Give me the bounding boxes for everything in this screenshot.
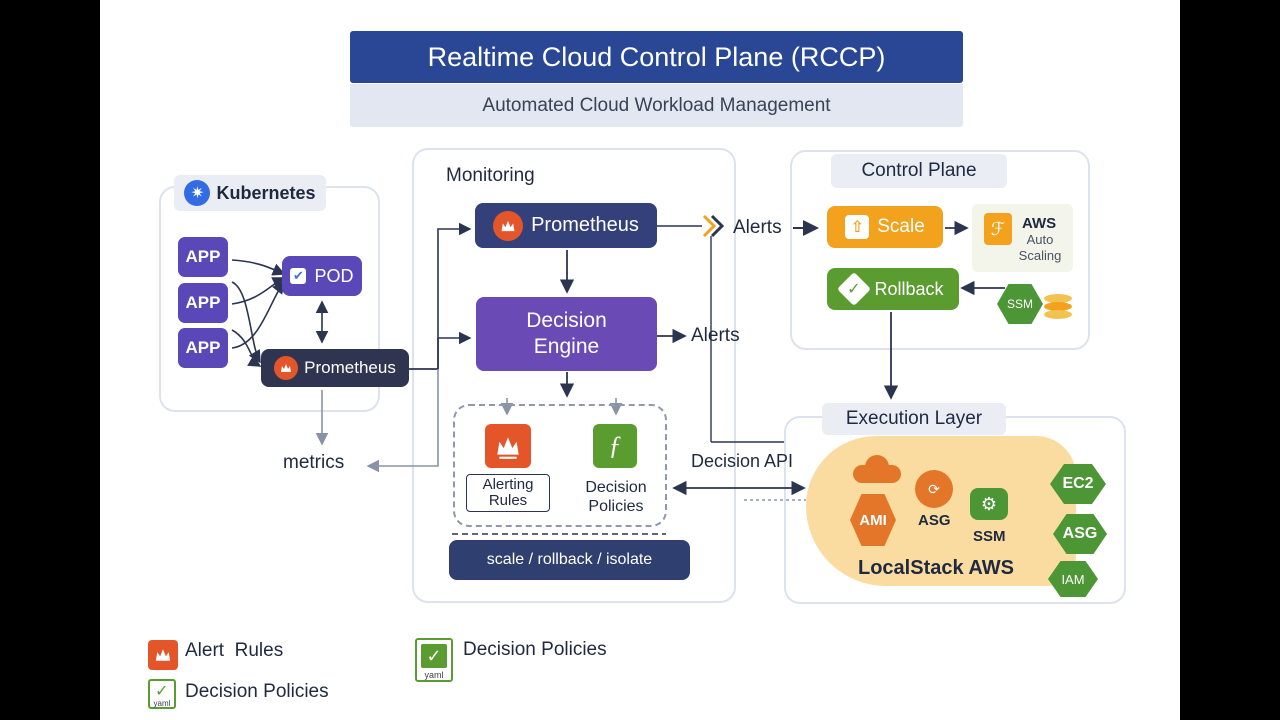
rules-group bbox=[453, 404, 667, 527]
ssm-icon: ⚙ bbox=[970, 488, 1008, 520]
localstack-region bbox=[806, 436, 1076, 586]
app-box-3[interactable]: APP bbox=[178, 328, 228, 368]
asg-hex: ASG bbox=[1053, 514, 1107, 554]
ssm-control-label: SSM bbox=[1006, 297, 1033, 311]
app-box-1[interactable]: APP bbox=[178, 237, 228, 277]
cloud-icon bbox=[853, 455, 901, 483]
legend-yaml-right: yaml bbox=[424, 670, 444, 680]
aws-autoscaling-card: ℱ AWS Auto Scaling bbox=[972, 204, 1073, 272]
k8s-prometheus-label: Prometheus bbox=[304, 358, 396, 377]
legend-decision-policies-left: Decision Policies bbox=[185, 681, 329, 702]
k8s-prometheus-box[interactable]: Prometheus bbox=[261, 349, 409, 387]
aws-autoscaling-icon: ℱ bbox=[984, 213, 1012, 245]
rollback-label: Rollback bbox=[874, 278, 944, 299]
prometheus-icon bbox=[493, 210, 524, 241]
kubernetes-icon: ✷ bbox=[184, 180, 211, 206]
legend-alert-rules: Alert Rules bbox=[185, 640, 284, 661]
diagram-canvas: Realtime Cloud Control Plane (RCCP) Auto… bbox=[100, 0, 1180, 720]
decision-engine-box[interactable]: Decision Engine bbox=[476, 297, 657, 371]
asg-hex-label: ASG bbox=[1062, 525, 1098, 542]
storage-stack-icon bbox=[1044, 294, 1072, 320]
alerting-rules-icon bbox=[485, 424, 531, 468]
prometheus-icon bbox=[274, 356, 299, 380]
metrics-label: metrics bbox=[283, 452, 345, 473]
alerting-rules-card[interactable]: Alerting Rules bbox=[466, 474, 550, 512]
kubernetes-header-label: Kubernetes bbox=[216, 182, 316, 203]
alerting-rules-label: Alerting Rules bbox=[482, 476, 534, 509]
iam-hex: IAM bbox=[1048, 561, 1098, 597]
aws-title: AWS bbox=[1022, 215, 1057, 232]
monitoring-prometheus-label: Prometheus bbox=[531, 214, 639, 236]
iam-label: IAM bbox=[1061, 571, 1085, 587]
aws-subtitle: Auto Scaling bbox=[1018, 232, 1062, 263]
ec2-hex: EC2 bbox=[1050, 464, 1106, 504]
asg-label: ASG bbox=[918, 512, 951, 529]
rollback-check-icon: ✓ bbox=[837, 272, 872, 306]
alerts-label-top: Alerts bbox=[733, 217, 782, 238]
ami-label: AMI bbox=[859, 511, 887, 529]
legend-yaml-left: yaml bbox=[153, 699, 171, 708]
monitoring-header: Monitoring bbox=[446, 165, 535, 186]
yaml-check-icon: ✓ bbox=[155, 683, 169, 700]
legend-yaml-icon-left: ✓ yaml bbox=[148, 679, 176, 709]
diagram-title: Realtime Cloud Control Plane (RCCP) bbox=[350, 31, 963, 83]
decision-api-label: Decision API bbox=[691, 451, 794, 471]
pod-label: POD bbox=[314, 265, 354, 286]
scale-label: Scale bbox=[877, 216, 925, 237]
pod-box[interactable]: ✔ POD bbox=[282, 256, 362, 296]
scale-up-icon: ⇧ bbox=[845, 215, 870, 239]
asg-icon: ⟳ bbox=[915, 470, 953, 508]
monitoring-prometheus-box[interactable]: Prometheus bbox=[475, 203, 657, 248]
kubernetes-header: ✷ Kubernetes bbox=[174, 175, 326, 211]
checkbox-icon: ✔ bbox=[290, 268, 307, 284]
decision-policies-label: Decision Policies bbox=[585, 479, 647, 515]
actions-label: scale / rollback / isolate bbox=[486, 551, 653, 568]
legend-decision-policies-right: Decision Policies bbox=[463, 639, 607, 660]
ami-hex: AMI bbox=[850, 494, 896, 546]
execution-layer-header: Execution Layer bbox=[822, 403, 1006, 435]
diagram-subtitle: Automated Cloud Workload Management bbox=[350, 84, 963, 127]
rollback-button[interactable]: ✓ Rollback bbox=[827, 268, 959, 310]
decision-policies-icon: ƒ bbox=[593, 424, 637, 468]
ec2-label: EC2 bbox=[1062, 475, 1094, 492]
scale-button[interactable]: ⇧ Scale bbox=[827, 206, 943, 248]
app-box-2[interactable]: APP bbox=[178, 283, 228, 323]
ssm-label: SSM bbox=[973, 528, 1006, 545]
control-plane-header: Control Plane bbox=[831, 154, 1007, 188]
actions-box[interactable]: scale / rollback / isolate bbox=[449, 540, 690, 580]
decision-engine-label: Decision Engine bbox=[526, 309, 607, 358]
localstack-label: LocalStack AWS bbox=[858, 557, 1014, 579]
legend-yaml-icon-right: ✓ yaml bbox=[415, 638, 453, 682]
alerts-label-mid: Alerts bbox=[691, 325, 740, 346]
legend-alert-rules-icon bbox=[148, 640, 178, 670]
